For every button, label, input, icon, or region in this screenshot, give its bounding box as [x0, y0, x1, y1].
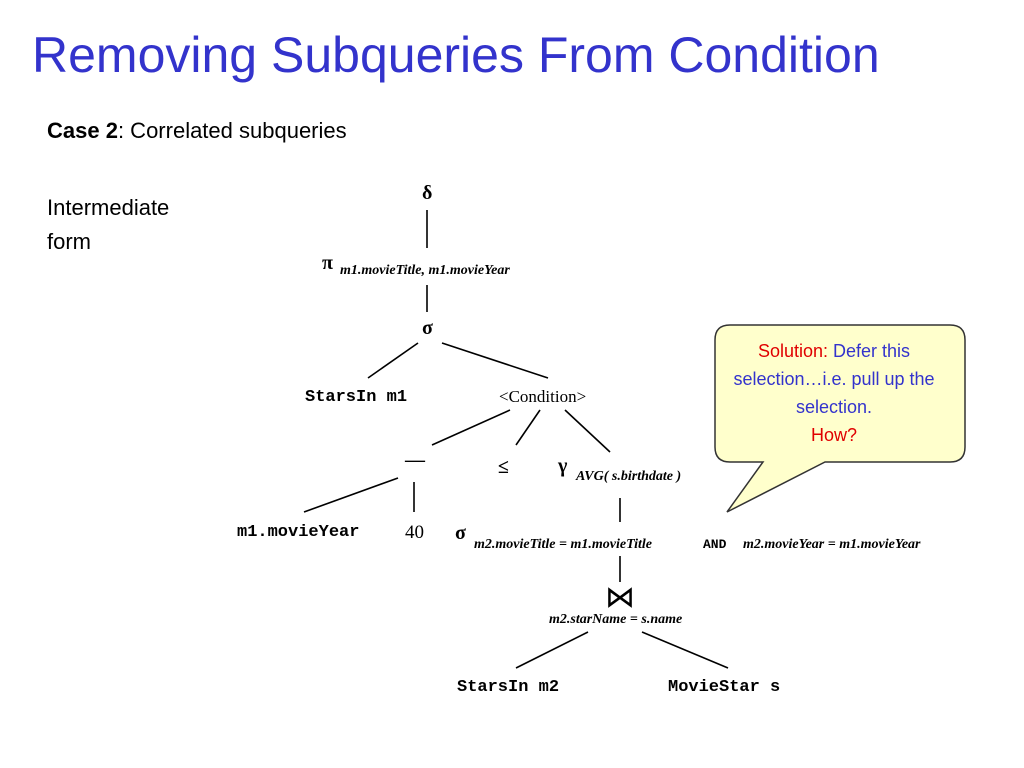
- edge-join-moviestar: [641, 631, 729, 669]
- constant-forty: 40: [405, 522, 424, 543]
- edge-eq-movieyear: [303, 477, 399, 513]
- sigma-top-operator: σ: [422, 317, 433, 339]
- edge-condition-gamma: [564, 409, 611, 453]
- edge-condition-leq: [515, 409, 541, 446]
- case-subtitle: Case 2: Correlated subqueries: [47, 118, 347, 144]
- edge-join-starsin: [515, 631, 589, 669]
- case-label: Case 2: [47, 118, 118, 143]
- side-label: Intermediate form: [47, 191, 227, 259]
- callout-text: Solution: Defer this selection…i.e. pull…: [724, 337, 944, 449]
- edge-condition-eq: [431, 409, 511, 446]
- moviestar-s-relation: MovieStar s: [668, 678, 781, 697]
- gamma-aggregate: AVG( s.birthdate ): [576, 469, 682, 484]
- join-condition: m2.starName = s.name: [549, 612, 683, 627]
- case-description: : Correlated subqueries: [117, 118, 347, 143]
- sigma-low-condition-2: m2.movieYear = m1.movieYear: [743, 537, 921, 552]
- pi-attributes: m1.movieTitle, m1.movieYear: [340, 263, 510, 278]
- how-question: How?: [810, 425, 858, 445]
- edge-sigma-condition: [441, 342, 549, 379]
- callout-bubble: [714, 324, 966, 513]
- join-icon: ⋈: [605, 581, 635, 614]
- sigma-low-condition-1: m2.movieTitle = m1.movieTitle: [474, 537, 653, 552]
- solution-label: Solution:: [757, 341, 829, 361]
- leq-operator: ≤: [498, 456, 509, 478]
- starsin-m2-relation: StarsIn m2: [457, 678, 560, 697]
- slide-title: Removing Subqueries From Condition: [32, 27, 880, 83]
- comparison-bar: —: [405, 449, 425, 471]
- pi-operator: π: [322, 252, 333, 274]
- and-keyword: AND: [703, 537, 727, 552]
- gamma-operator: γ: [558, 455, 568, 477]
- solution-text: Defer this selection…i.e. pull up the se…: [733, 341, 935, 417]
- side-label-line1: Intermediate: [47, 195, 170, 220]
- m1-movieyear-attr: m1.movieYear: [237, 523, 360, 542]
- delta-operator: δ: [422, 182, 433, 204]
- sigma-low-operator: σ: [455, 522, 466, 544]
- edge-sigma-starsin: [367, 342, 419, 379]
- condition-node: <Condition>: [499, 387, 587, 406]
- side-label-line2: form: [47, 229, 91, 254]
- starsin-m1-relation: StarsIn m1: [305, 388, 408, 407]
